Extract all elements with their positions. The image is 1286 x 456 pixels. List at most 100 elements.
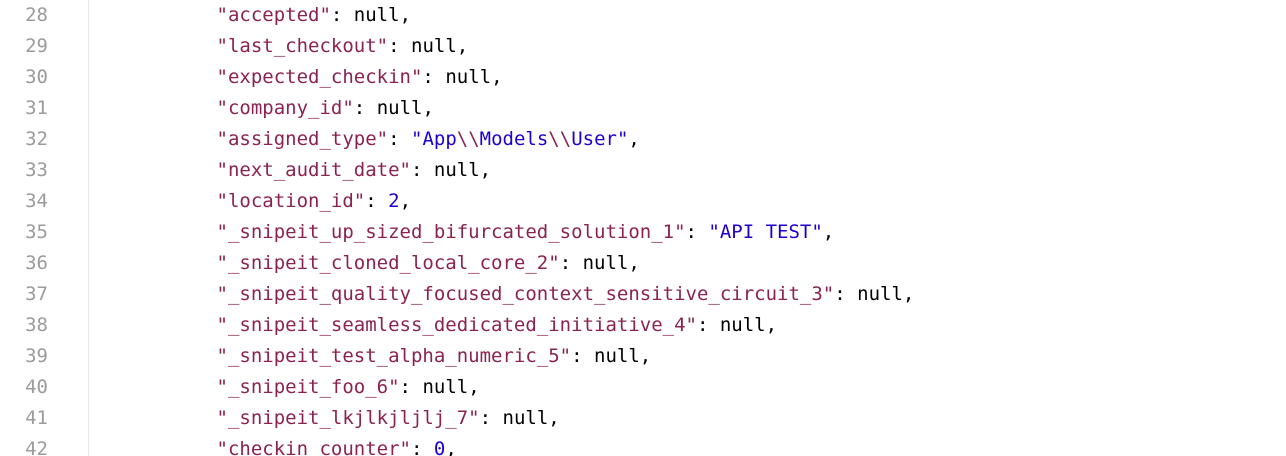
line-number: 34 bbox=[25, 190, 48, 212]
line-number: 42 bbox=[25, 438, 48, 456]
token-plain bbox=[125, 66, 217, 88]
token-null_keyword: null bbox=[445, 66, 492, 88]
token-null_keyword: null bbox=[376, 97, 423, 119]
token-number: 2 bbox=[388, 190, 400, 212]
token-null_keyword: null bbox=[353, 4, 400, 26]
token-plain: , bbox=[456, 35, 469, 57]
token-plain: : bbox=[571, 345, 595, 367]
token-key: "next_audit_date" bbox=[216, 159, 411, 181]
line-number: 39 bbox=[25, 345, 48, 367]
token-plain: , bbox=[468, 376, 480, 398]
code-text: "accepted": null, bbox=[48, 0, 412, 31]
code-line[interactable]: 40 "_snipeit_foo_6": null, bbox=[0, 372, 1286, 403]
token-plain: : bbox=[685, 221, 709, 243]
code-line[interactable]: 39 "_snipeit_test_alpha_numeric_5": null… bbox=[0, 341, 1286, 372]
token-plain bbox=[125, 438, 217, 456]
token-plain: : bbox=[422, 66, 446, 88]
line-number: 37 bbox=[25, 283, 48, 305]
token-plain: , bbox=[628, 252, 640, 274]
token-key: "company_id" bbox=[216, 97, 354, 119]
code-text: "_snipeit_cloned_local_core_2": null, bbox=[48, 248, 640, 279]
token-plain: : bbox=[696, 314, 720, 336]
code-line[interactable]: 33 "next_audit_date": null, bbox=[0, 155, 1286, 186]
token-plain: : bbox=[365, 190, 389, 212]
code-line[interactable]: 28 "accepted": null, bbox=[0, 0, 1286, 31]
line-number: 28 bbox=[25, 4, 48, 26]
line-number: 36 bbox=[25, 252, 48, 274]
gutter-separator bbox=[88, 0, 89, 456]
token-plain: , bbox=[902, 283, 915, 305]
token-key: "_snipeit_quality_focused_context_sensit… bbox=[216, 283, 835, 305]
code-line[interactable]: 30 "expected_checkin": null, bbox=[0, 62, 1286, 93]
code-text: "assigned_type": "App\\Models\\User", bbox=[48, 124, 640, 155]
code-text: "_snipeit_foo_6": null, bbox=[48, 372, 480, 403]
token-plain: , bbox=[628, 128, 640, 150]
code-text: "_snipeit_up_sized_bifurcated_solution_1… bbox=[48, 217, 835, 248]
token-plain bbox=[125, 128, 217, 150]
token-escape: \\ bbox=[456, 128, 480, 150]
token-plain bbox=[125, 190, 217, 212]
line-number: 33 bbox=[25, 159, 48, 181]
token-key: "location_id" bbox=[216, 190, 366, 212]
code-line[interactable]: 29 "last_checkout": null, bbox=[0, 31, 1286, 62]
token-key: "_snipeit_lkjlkjljlj_7" bbox=[216, 407, 480, 429]
token-plain: : bbox=[353, 97, 377, 119]
token-plain: , bbox=[422, 97, 434, 119]
code-line[interactable]: 36 "_snipeit_cloned_local_core_2": null, bbox=[0, 248, 1286, 279]
code-line[interactable]: 34 "location_id": 2, bbox=[0, 186, 1286, 217]
line-number: 38 bbox=[25, 314, 48, 336]
token-plain bbox=[125, 407, 217, 429]
token-null_keyword: null bbox=[411, 35, 457, 57]
token-number: 0 bbox=[433, 438, 446, 456]
code-line[interactable]: 32 "assigned_type": "App\\Models\\User", bbox=[0, 124, 1286, 155]
token-plain: : bbox=[388, 35, 411, 57]
code-text: "checkin_counter": 0, bbox=[48, 434, 457, 456]
code-line[interactable]: 31 "company_id": null, bbox=[0, 93, 1286, 124]
code-text: "_snipeit_seamless_dedicated_initiative_… bbox=[48, 310, 778, 341]
line-number: 30 bbox=[25, 66, 48, 88]
token-plain: : bbox=[559, 252, 583, 274]
token-key: "checkin_counter" bbox=[216, 438, 411, 456]
token-key: "_snipeit_foo_6" bbox=[216, 376, 400, 398]
code-text: "_snipeit_quality_focused_context_sensit… bbox=[48, 279, 915, 310]
token-string: Models bbox=[479, 128, 549, 150]
token-plain bbox=[125, 345, 217, 367]
token-key: "_snipeit_test_alpha_numeric_5" bbox=[216, 345, 572, 367]
token-plain: , bbox=[639, 345, 652, 367]
token-plain: , bbox=[822, 221, 835, 243]
token-plain: : bbox=[330, 4, 354, 26]
code-line[interactable]: 37 "_snipeit_quality_focused_context_sen… bbox=[0, 279, 1286, 310]
token-null_keyword: null bbox=[422, 376, 469, 398]
line-number: 31 bbox=[25, 97, 48, 119]
token-null_keyword: null bbox=[857, 283, 903, 305]
code-text: "_snipeit_lkjlkjljlj_7": null, bbox=[48, 403, 560, 434]
token-null_keyword: null bbox=[582, 252, 629, 274]
code-text: "next_audit_date": null, bbox=[48, 155, 492, 186]
token-plain: : bbox=[388, 128, 411, 150]
code-line[interactable]: 38 "_snipeit_seamless_dedicated_initiati… bbox=[0, 310, 1286, 341]
code-text: "expected_checkin": null, bbox=[48, 62, 503, 93]
line-number: 32 bbox=[25, 128, 48, 150]
token-plain: : bbox=[410, 438, 434, 456]
line-number: 35 bbox=[25, 221, 48, 243]
token-plain bbox=[125, 252, 217, 274]
token-null_keyword: null bbox=[594, 345, 640, 367]
token-key: "last_checkout" bbox=[216, 35, 389, 57]
token-plain bbox=[125, 376, 217, 398]
token-string: "App bbox=[411, 128, 457, 150]
token-key: "_snipeit_cloned_local_core_2" bbox=[216, 252, 560, 274]
code-line[interactable]: 42 "checkin_counter": 0, bbox=[0, 434, 1286, 456]
token-key: "accepted" bbox=[216, 4, 331, 26]
line-number: 40 bbox=[25, 376, 48, 398]
code-line[interactable]: 35 "_snipeit_up_sized_bifurcated_solutio… bbox=[0, 217, 1286, 248]
code-text: "_snipeit_test_alpha_numeric_5": null, bbox=[48, 341, 652, 372]
token-plain bbox=[125, 4, 217, 26]
code-line[interactable]: 41 "_snipeit_lkjlkjljlj_7": null, bbox=[0, 403, 1286, 434]
token-key: "expected_checkin" bbox=[216, 66, 423, 88]
token-plain bbox=[125, 314, 217, 336]
code-text: "company_id": null, bbox=[48, 93, 434, 124]
token-plain bbox=[125, 97, 217, 119]
token-escape: \\ bbox=[548, 128, 572, 150]
